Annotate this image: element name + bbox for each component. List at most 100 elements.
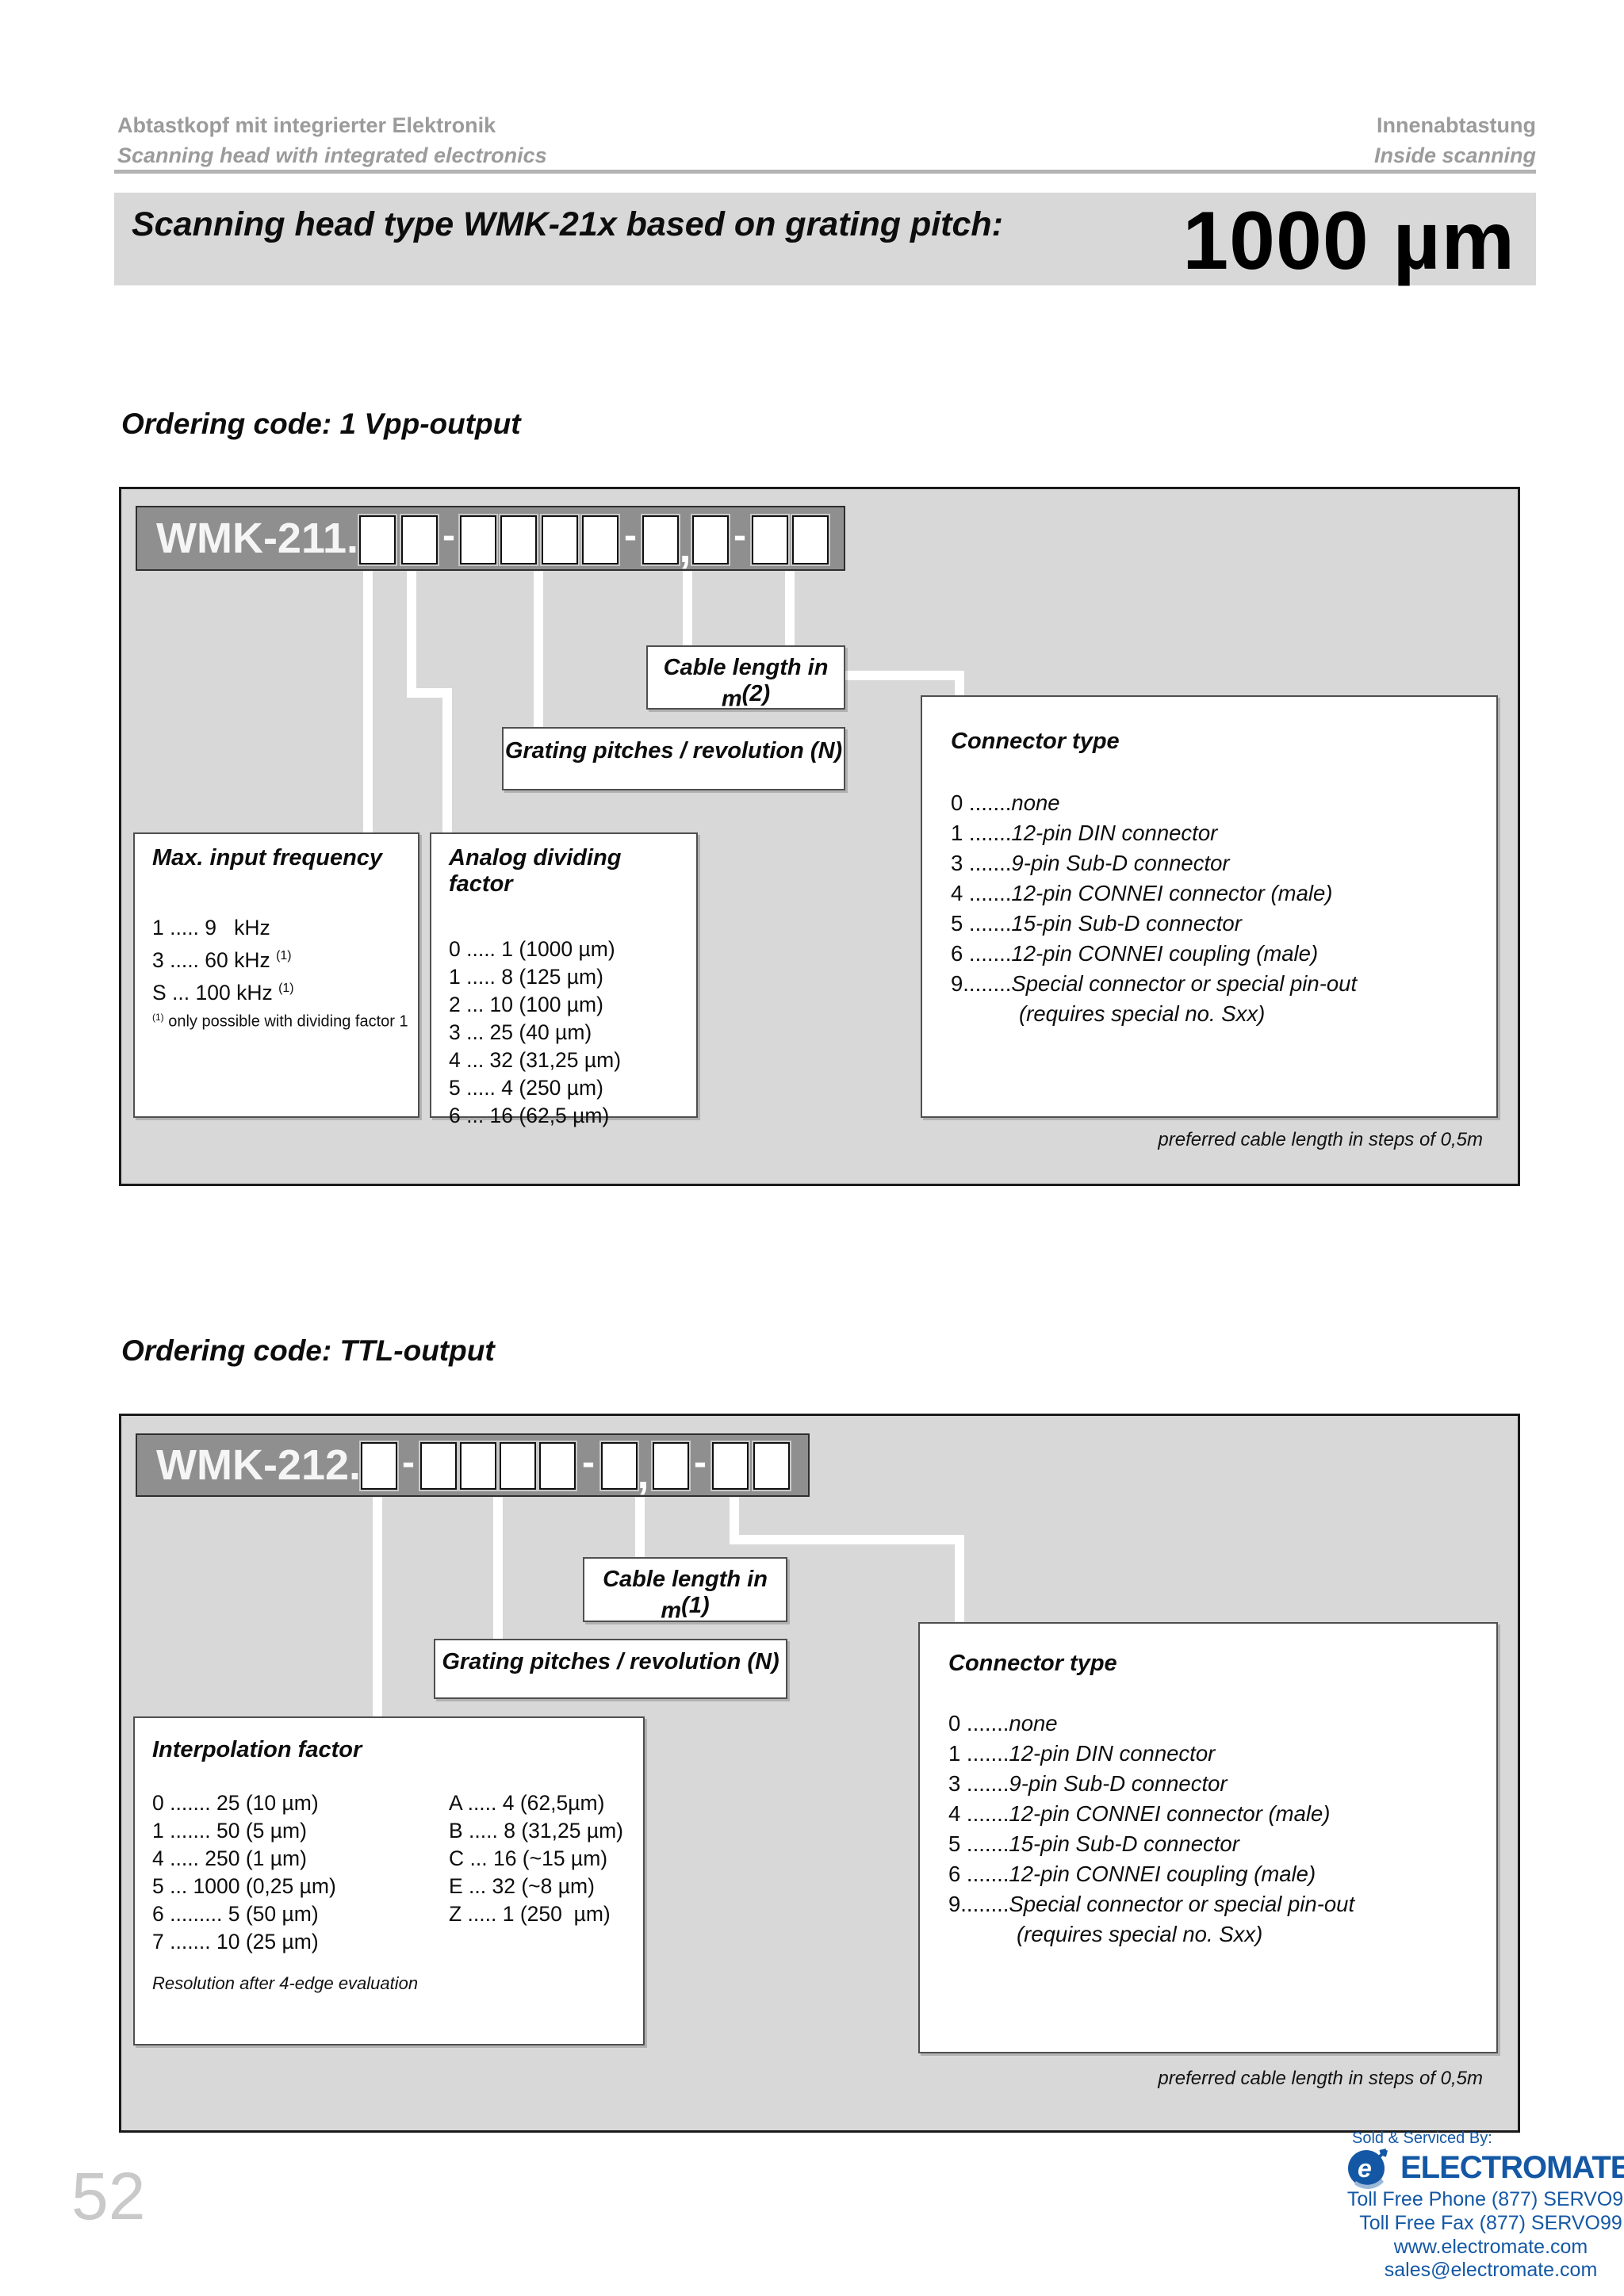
interpolation-option: C ... 16 (~15 µm) — [449, 1846, 608, 1870]
dividing-option: 5 ..... 4 (250 µm) — [449, 1076, 603, 1100]
footer-fax: Toll Free Fax (877) SERVO99 — [1359, 2212, 1622, 2234]
connector-option: 1 .......12-pin DIN connector — [948, 1741, 1216, 1766]
interpolation-option: Z ..... 1 (250 µm) — [449, 1902, 611, 1926]
vpp-cable-note: preferred cable length in steps of 0,5m — [1158, 1129, 1483, 1150]
code-separator-dash: - — [582, 1441, 595, 1483]
line-connector-c — [955, 671, 964, 695]
line-max-freq — [363, 571, 373, 832]
vpp-section-heading: Ordering code: 1 Vpp-output — [121, 408, 521, 440]
connector-option: 6 .......12-pin CONNEI coupling (male) — [951, 941, 1319, 966]
interpolation-footnote: Resolution after 4-edge evaluation — [152, 1973, 419, 1993]
code-box — [460, 515, 496, 564]
line-cable — [683, 571, 692, 645]
max-freq-footnote: (1) only possible with dividing factor 1 — [152, 1012, 408, 1031]
code-separator-comma: , — [637, 1450, 649, 1498]
interpolation-option: 5 ... 1000 (0,25 µm) — [152, 1874, 336, 1898]
connector-option: 3 .......9-pin Sub-D connector — [951, 851, 1230, 875]
footer-phone: Toll Free Phone (877) SERVO98 — [1346, 2188, 1624, 2210]
header-rule — [114, 170, 1536, 174]
interpolation-title: Interpolation factor — [152, 1737, 362, 1762]
footer-web-link[interactable]: www.electromate.com — [1393, 2236, 1588, 2258]
header-right-de: Innenabtastung — [1377, 113, 1536, 137]
connector-option: 5 .......15-pin Sub-D connector — [948, 1831, 1239, 1856]
vpp-code-prefix: WMK-211. — [156, 515, 359, 562]
interpolation-option: 4 ..... 250 (1 µm) — [152, 1846, 307, 1870]
code-box — [539, 1442, 576, 1490]
electromate-logo-icon: e — [1348, 2149, 1388, 2189]
connector-option: 0 .......none — [948, 1711, 1058, 1735]
max-freq-title: Max. input frequency — [152, 845, 383, 871]
dividing-option: 6 ... 16 (62,5 µm) — [449, 1104, 610, 1127]
code-box — [792, 515, 829, 564]
code-box — [500, 1442, 536, 1490]
line-connector2-b — [730, 1535, 964, 1544]
connector-type-title: Connector type — [951, 729, 1120, 754]
line-grating-2 — [493, 1497, 503, 1639]
header-title-de: Abtastkopf mit integrierter Elektronik — [117, 113, 496, 137]
line-dividing-b — [407, 688, 452, 698]
banner-pitch-value: 1000 µm — [1182, 195, 1515, 287]
interpolation-option: 1 ....... 50 (5 µm) — [152, 1819, 307, 1843]
dividing-options: 0 ..... 1 (1000 µm) 1 ..... 8 (125 µm) 2 .… — [449, 936, 688, 1130]
line-interpolation — [373, 1497, 382, 1716]
code-separator-dash: - — [624, 515, 637, 557]
grating-label: Grating pitches / revolution (N) — [504, 738, 843, 763]
sold-by-label: Sold & Serviced By: — [1352, 2130, 1492, 2147]
dividing-option: 3 ... 25 (40 µm) — [449, 1020, 592, 1044]
banner-label: Scanning head type WMK-21x based on grat… — [132, 205, 1003, 243]
code-box — [752, 515, 788, 564]
code-box — [500, 515, 537, 564]
title-banner: Scanning head type WMK-21x based on grat… — [114, 193, 1536, 287]
code-box — [420, 1442, 457, 1490]
header-right-en: Inside scanning — [1373, 144, 1536, 167]
connector-option: 9........Special connector or special pi… — [948, 1892, 1355, 1946]
code-box — [542, 515, 578, 564]
dividing-option: 0 ..... 1 (1000 µm) — [449, 937, 615, 961]
interpolation-col2: A ..... 4 (62,5µm)B ..... 8 (31,25 µm)C … — [449, 1789, 623, 1928]
electromate-brand: ELECTROMATE — [1400, 2150, 1624, 2185]
connector-option: 4 .......12-pin CONNEI connector (male) — [951, 881, 1333, 905]
vpp-grating-box: Grating pitches / revolution (N) — [502, 727, 845, 790]
line-connector2-c — [955, 1535, 964, 1622]
vpp-code-bar: WMK-211. - - , - — [136, 506, 845, 572]
code-box — [582, 515, 619, 564]
dividing-option: 1 ..... 8 (125 µm) — [449, 965, 603, 989]
grating-label: Grating pitches / revolution (N) — [442, 1649, 779, 1674]
code-separator-comma: , — [679, 524, 691, 572]
connector-option: 1 .......12-pin DIN connector — [951, 821, 1218, 845]
code-separator-dash: - — [694, 1441, 707, 1483]
connector-option: 4 .......12-pin CONNEI connector (male) — [948, 1801, 1331, 1826]
ttl-cable-length-box: Cable length in m(1) — [583, 1557, 787, 1624]
cable-length-sup: (1) — [681, 1593, 710, 1618]
cable-length-sup: (2) — [741, 681, 771, 706]
connector-option: 9........Special connector or special pi… — [951, 971, 1358, 1026]
header-title-en: Scanning head with integrated electronic… — [117, 144, 547, 167]
cable-length-label: Cable length in m — [603, 1567, 768, 1624]
vpp-cable-length-box: Cable length in m(2) — [646, 645, 845, 712]
code-box — [601, 1442, 638, 1490]
connector-option: 5 .......15-pin Sub-D connector — [951, 911, 1242, 936]
cable-length-label: Cable length in m — [663, 655, 829, 712]
code-box — [359, 515, 396, 564]
ttl-cable-note: preferred cable length in steps of 0,5m — [1158, 2068, 1483, 2089]
dividing-option: 2 ... 10 (100 µm) — [449, 993, 603, 1016]
ttl-interpolation-box: Interpolation factor 0 ....... 25 (10 µm… — [133, 1716, 645, 2045]
ttl-code-prefix: WMK-212. — [156, 1441, 362, 1489]
code-box — [653, 1442, 689, 1490]
code-box — [642, 515, 679, 564]
dividing-option: 4 ... 32 (31,25 µm) — [449, 1048, 622, 1072]
interpolation-col1: 0 ....... 25 (10 µm)1 ....... 50 (5 µm)4… — [152, 1789, 336, 1956]
max-freq-option: S ... 100 kHz (1) — [152, 980, 294, 1004]
dividing-title: Analog dividing factor — [449, 845, 622, 897]
ttl-code-bar: WMK-212. - - , - — [136, 1433, 810, 1498]
footer-email-link[interactable]: sales@electromate.com — [1384, 2259, 1598, 2281]
page-number: 52 — [71, 2159, 146, 2233]
max-freq-option: 1 ..... 9 kHz — [152, 915, 270, 939]
code-box — [401, 515, 438, 564]
line-dividing-c — [442, 688, 452, 832]
